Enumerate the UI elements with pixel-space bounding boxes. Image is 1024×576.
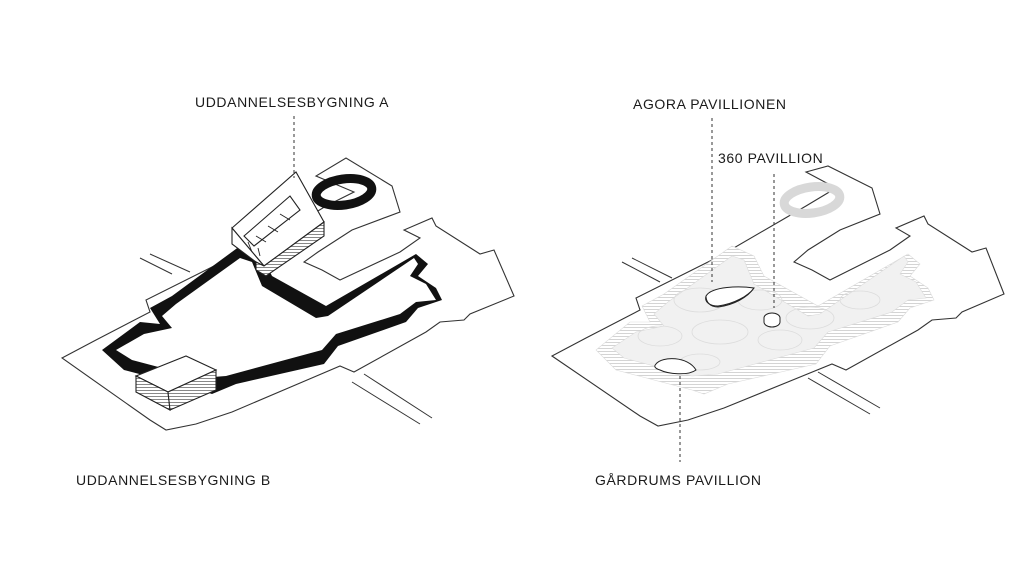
- left-building-band: [102, 246, 442, 394]
- building-a-volume: [231, 171, 325, 277]
- building-b-volume: [134, 355, 218, 411]
- paving-circles: [637, 287, 881, 371]
- label-360-pavillion: 360 PAVILLION: [718, 150, 824, 166]
- label-gardrums-pavillion: GÅRDRUMS PAVILLION: [595, 472, 762, 488]
- right-site-diagram: [550, 118, 1005, 462]
- label-uddannelsesbygning-a: UDDANNELSESBYGNING A: [195, 94, 390, 110]
- label-uddannelsesbygning-b: UDDANNELSESBYGNING B: [76, 472, 271, 488]
- pavilion-360: [763, 312, 781, 328]
- left-site-diagram: [60, 116, 515, 431]
- right-oval: [779, 182, 845, 218]
- right-street-lines: [621, 257, 881, 415]
- gardrums-pavilion: [654, 358, 697, 375]
- right-site-outline: [550, 165, 1005, 427]
- left-oval-ring: [311, 174, 377, 210]
- label-agora-pavillionen: AGORA PAVILLIONEN: [633, 96, 787, 112]
- right-building-band: [595, 245, 935, 395]
- agora-pavilion: [705, 286, 755, 308]
- left-street-lines: [139, 253, 433, 425]
